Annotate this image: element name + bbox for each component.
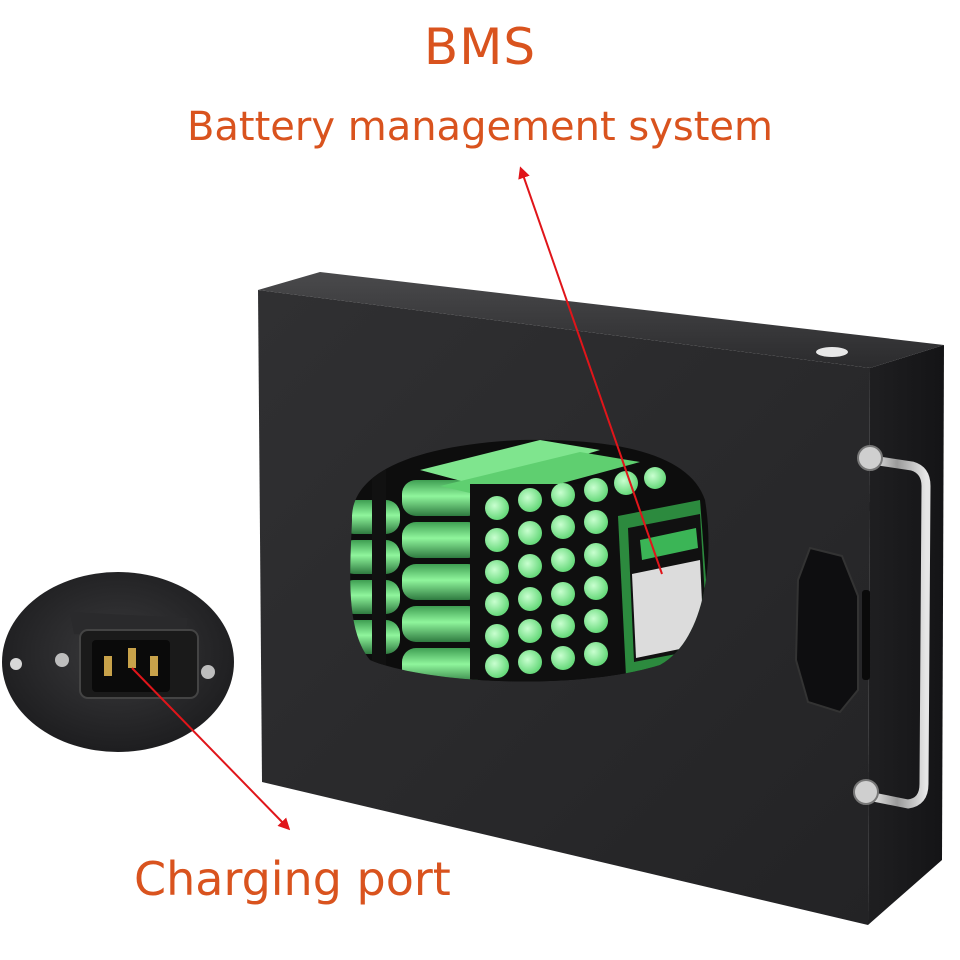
bms-arrow xyxy=(518,166,663,575)
port-arrow xyxy=(131,667,291,831)
handle-icon xyxy=(794,445,931,809)
bms-subtitle: Battery management system xyxy=(186,104,774,150)
bms-board-icon xyxy=(618,500,709,676)
charging-port-label: Charging port xyxy=(134,852,451,906)
bms-title: BMS xyxy=(423,18,537,76)
charging-port-inlet-icon xyxy=(2,572,234,752)
